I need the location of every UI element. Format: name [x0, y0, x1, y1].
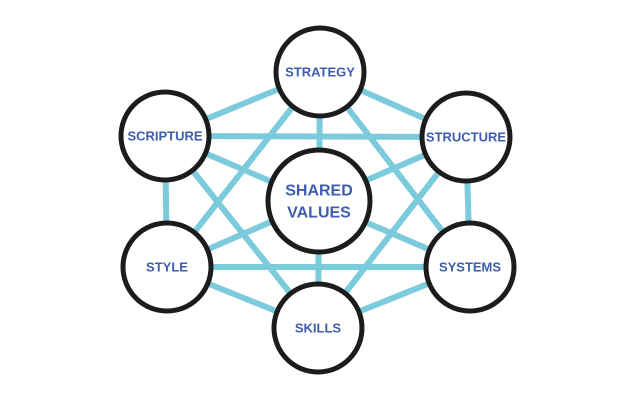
node-structure: STRUCTURE — [419, 90, 513, 184]
node-style-label: STYLE — [146, 260, 188, 275]
center-label-line-1: SHARED — [285, 183, 353, 200]
center-label-line-2: VALUES — [287, 205, 351, 222]
node-style-circle — [120, 220, 214, 314]
node-strategy-circle — [273, 25, 367, 119]
node-strategy-label: STRATEGY — [285, 65, 355, 80]
node-strategy: STRATEGY — [273, 25, 367, 119]
node-style: STYLE — [120, 220, 214, 314]
node-systems-label: SYSTEMS — [439, 260, 501, 275]
node-structure-label: STRUCTURE — [426, 130, 506, 145]
node-shared-values-circle — [265, 147, 373, 255]
node-scripture-label: SCRIPTURE — [127, 129, 202, 144]
node-structure-circle — [419, 90, 513, 184]
node-scripture: SCRIPTURE — [118, 89, 212, 183]
node-shared-values: SHARED VALUES — [265, 147, 373, 255]
node-skills: SKILLS — [271, 281, 365, 375]
edge-structure-scripture — [164, 133, 467, 140]
node-skills-label: SKILLS — [295, 321, 342, 336]
node-scripture-circle — [118, 89, 212, 183]
node-systems: SYSTEMS — [423, 220, 517, 314]
node-skills-circle — [271, 281, 365, 375]
node-systems-circle — [423, 220, 517, 314]
